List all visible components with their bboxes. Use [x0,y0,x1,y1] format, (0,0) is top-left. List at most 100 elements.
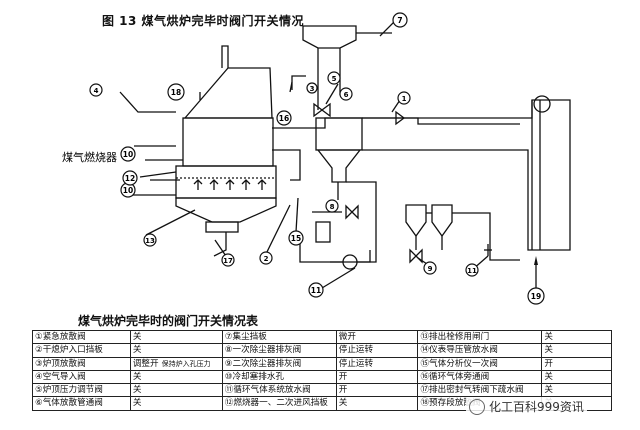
valve-state-cell: 开 [335,369,419,385]
valve-name-cell: ①紧急放散阀 [32,329,131,345]
marker-17: 17 [221,253,235,267]
secondary-dust-collector-1 [405,204,427,238]
svg-text:18: 18 [171,88,181,97]
marker-10: 10 [120,146,136,162]
valve-name-cell: ⑩冷却塞排水孔 [221,369,337,385]
valve-state-cell: 关 [129,329,223,345]
flame-arrows [193,179,267,190]
valve-5-icon [313,102,331,118]
furnace-dome [183,67,273,119]
marker-4: 4 [89,83,103,97]
valve-state-cell: 关 [541,329,612,345]
svg-text:4: 4 [94,87,99,95]
watermark-text: 化工百科999资讯 [489,400,584,414]
marker-8: 8 [325,199,339,213]
valve-state-cell: 停止运转 [335,356,419,371]
valve-1-icon [395,110,406,126]
valve-state-note: 保持炉入孔压力 [161,359,211,368]
furnace-cooling-section [175,165,277,199]
valve-state-cell: 关 [129,383,223,398]
valve-state-cell: 关 [541,383,612,398]
svg-text:10: 10 [123,150,133,159]
svg-text:9: 9 [428,265,433,273]
valve-state-cell: 关 [541,343,612,358]
valve-state-cell: 微开 [335,329,419,345]
svg-text:19: 19 [531,292,541,301]
valve-name-cell: ⑧一次除尘器排灰阀 [221,343,337,358]
watermark-logo-icon [469,398,485,415]
secondary-dust-collector-2 [431,204,453,238]
svg-text:10: 10 [123,186,133,195]
svg-text:11: 11 [311,286,321,295]
svg-text:3: 3 [310,85,315,93]
valve-name-cell: ⑯循环气体旁通阀 [417,369,543,385]
valve-name-cell: ⑰排出密封气转阀下疏水阀 [417,383,543,398]
svg-text:16: 16 [279,114,289,123]
marker-3: 3 [306,82,318,94]
marker-12: 12 [122,170,138,186]
valve-name-cell: ⑭仪表导压管放水阀 [417,343,543,358]
furnace-pre-chamber [182,117,274,167]
marker-1: 1 [397,91,411,105]
marker-16: 16 [276,110,292,126]
svg-text:7: 7 [397,16,402,25]
watermark: 化工百科999资讯 [466,397,587,416]
valve-8-icon [345,204,359,220]
valve-name-cell: ③炉顶放散阀 [32,356,131,371]
valve-name-cell: ⑨二次除尘器排灰阀 [221,356,337,371]
marker-2: 2 [259,251,273,265]
valve-name-cell: ⑫燃烧器一、二次进风挡板 [221,396,337,411]
valve-name-cell: ⑦集尘挡板 [221,329,337,345]
svg-text:12: 12 [125,174,135,183]
svg-text:2: 2 [264,255,269,263]
marker-15: 15 [288,230,304,246]
svg-text:5: 5 [332,75,337,83]
burner-label: 煤气燃烧器 [62,150,117,164]
valve-name-cell: ⑤炉顶压力调节阀 [32,383,131,398]
primary-dust-collector [316,149,362,183]
svg-text:1: 1 [402,95,407,103]
valve-state-cell: 停止运转 [335,343,419,358]
valve-name-cell: ④空气导入阀 [32,369,131,385]
valve-state-cell: 调整开保持炉入孔压力 [129,356,223,371]
valve-state-cell: 关 [129,343,223,358]
marker-18: 18 [167,83,185,101]
marker-7: 7 [392,12,408,28]
valve-name-cell: ⑪循环气体系统放水阀 [221,383,337,398]
boiler-duct [362,99,571,251]
valve-name-cell: ②干熄炉入口挡板 [32,343,131,358]
valve-state-cell: 关 [335,396,419,411]
svg-text:17: 17 [223,257,233,265]
valve-state-cell: 开 [541,356,612,371]
marker-19: 19 [527,287,545,305]
valve-state-cell: 开 [335,383,419,398]
marker-11: 11 [465,263,479,277]
marker-13: 13 [143,233,157,247]
svg-text:6: 6 [344,91,349,99]
svg-text:15: 15 [291,234,301,243]
valve-name-cell: ⑬排出栓修用闸门 [417,329,543,345]
table-title: 煤气烘炉完毕时的阀门开关情况表 [78,314,259,328]
marker-11: 11 [308,282,324,298]
valve-name-cell: ⑮气体分析仪一次阀 [417,356,543,371]
valve-state-cell: 关 [129,369,223,385]
marker-5: 5 [327,71,341,85]
valve-state-cell: 关 [541,369,612,385]
svg-text:11: 11 [467,267,477,275]
svg-text:8: 8 [330,203,335,211]
svg-text:13: 13 [145,237,155,245]
marker-9: 9 [423,261,437,275]
marker-6: 6 [339,87,353,101]
valve-state-cell: 关 [129,396,223,411]
valve-name-cell: ⑥气体放散管通阀 [32,396,131,411]
furnace-hopper [175,197,277,223]
figure-title: 图 13 煤气烘炉完毕时阀门开关情况 [102,14,305,28]
